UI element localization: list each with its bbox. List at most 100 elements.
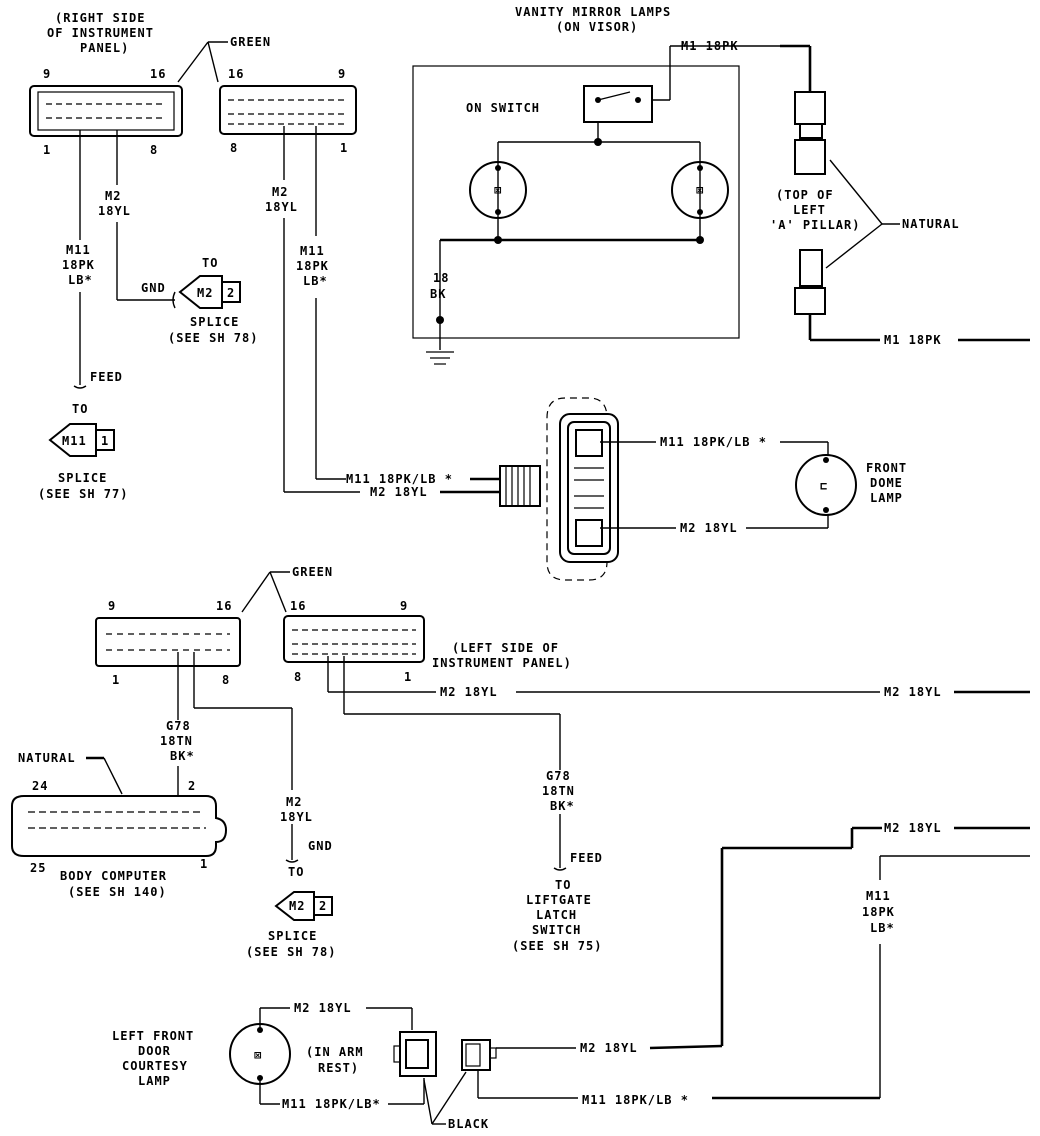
svg-text:LAMP: LAMP	[138, 1074, 171, 1088]
a-pillar-connector: M1 18PK (TOP OF LEFT 'A' PILLAR) NATURAL…	[681, 39, 1030, 347]
svg-text:16: 16	[216, 599, 232, 613]
feed-label-bottom: FEED	[570, 851, 603, 865]
svg-text:SPLICE: SPLICE	[268, 929, 317, 943]
connector-side-label-3: PANEL)	[80, 41, 129, 55]
splice-m2-top: TO M2 2 SPLICE (SEE SH 78)	[168, 256, 258, 345]
arm-rest-label-1: (IN ARM	[306, 1045, 364, 1059]
m11-mid-gauge: 18PK	[296, 259, 329, 273]
m2-dome-in-label: M2 18YL	[370, 485, 428, 499]
m11-left-label: M11	[66, 243, 91, 257]
svg-text:1: 1	[404, 670, 412, 684]
connector-side-label-2: OF INSTRUMENT	[47, 26, 154, 40]
pillar-natural-label: NATURAL	[902, 217, 960, 231]
left-side-label-1: (LEFT SIDE OF	[452, 641, 559, 655]
switch-label: ON SWITCH	[466, 101, 540, 115]
pillar-note-2: LEFT	[793, 203, 826, 217]
svg-text:⊏: ⊏	[820, 479, 828, 493]
svg-text:⊠: ⊠	[254, 1048, 262, 1062]
pin-label-16: 16	[150, 67, 166, 81]
svg-text:(SEE SH 78): (SEE SH 78)	[168, 331, 258, 345]
dome-connector: M11 18PK/LB * M2 18YL M11 18PK/LB * M2 1…	[346, 397, 907, 581]
svg-text:24: 24	[32, 779, 48, 793]
m11-courtesy-right-label: M11 18PK/LB *	[582, 1093, 689, 1107]
svg-text:(SEE SH 77): (SEE SH 77)	[38, 487, 128, 501]
m2-mid-gauge: 18YL	[265, 200, 298, 214]
green-label: GREEN	[230, 35, 271, 49]
m2-middle-run-label: M2 18YL	[440, 685, 498, 699]
svg-text:8: 8	[222, 673, 230, 687]
m2-lower-gauge: 18YL	[280, 810, 313, 824]
svg-text:(SEE SH 78): (SEE SH 78)	[246, 945, 336, 959]
ground-wire-num: 18	[433, 271, 449, 285]
liftgate-latch-switch: TO LIFTGATE LATCH SWITCH (SEE SH 75)	[512, 878, 602, 953]
feed-label-top: FEED	[90, 370, 123, 384]
m11-mid-color: LB*	[303, 274, 328, 288]
svg-text:TO: TO	[288, 865, 304, 879]
m11-left-gauge: 18PK	[62, 258, 95, 272]
body-computer-connector: NATURAL 24 2 25 1 BODY COMPUTER (SEE SH …	[11, 751, 228, 899]
m1-top-label: M1 18PK	[681, 39, 739, 53]
m2-left-label: M2	[105, 189, 121, 203]
gnd-label-bottom: GND	[308, 839, 333, 853]
m11-right-lower-color: LB*	[870, 921, 895, 935]
front-dome-lamp-label-2: DOME	[870, 476, 903, 490]
m2-left-gauge: 18YL	[98, 204, 131, 218]
pin-label-8b: 8	[230, 141, 238, 155]
m2-mid-label: M2	[272, 185, 288, 199]
right-instrument-panel-connector: (RIGHT SIDE OF INSTRUMENT PANEL) 9 16 1 …	[29, 11, 183, 157]
pin-label-9b: 9	[338, 67, 346, 81]
svg-text:SWITCH: SWITCH	[532, 923, 581, 937]
svg-text:M2: M2	[197, 286, 213, 300]
svg-text:SPLICE: SPLICE	[190, 315, 239, 329]
vanity-subtitle: (ON VISOR)	[556, 20, 638, 34]
pillar-note-3: 'A' PILLAR)	[770, 218, 860, 232]
svg-text:2: 2	[227, 286, 235, 300]
pin-label-9: 9	[43, 67, 51, 81]
m1-bottom-label: M1 18PK	[884, 333, 942, 347]
natural-label-body: NATURAL	[18, 751, 76, 765]
svg-text:TO: TO	[202, 256, 218, 270]
svg-text:⊠: ⊠	[494, 183, 502, 197]
svg-text:LIFTGATE: LIFTGATE	[526, 893, 592, 907]
m11-right-lower-label: M11	[866, 889, 891, 903]
arm-rest-label-2: REST)	[318, 1061, 359, 1075]
m2-right-lower-label: M2 18YL	[884, 821, 942, 835]
svg-text:8: 8	[294, 670, 302, 684]
svg-text:(SEE SH 75): (SEE SH 75)	[512, 939, 602, 953]
pin-label-1: 1	[43, 143, 51, 157]
m11-dome-label: M11 18PK/LB *	[660, 435, 767, 449]
m11-mid-label: M11	[300, 244, 325, 258]
svg-text:9: 9	[400, 599, 408, 613]
body-computer-sheet: (SEE SH 140)	[68, 885, 167, 899]
svg-text:M2: M2	[289, 899, 305, 913]
pillar-note-1: (TOP OF	[776, 188, 834, 202]
m2-lower-label: M2	[286, 795, 302, 809]
g78-left-label: G78	[166, 719, 191, 733]
g78-left-color: BK*	[170, 749, 195, 763]
front-dome-lamp-label-1: FRONT	[866, 461, 907, 475]
svg-text:⊠: ⊠	[696, 183, 704, 197]
splice-m11-top: TO M11 1 SPLICE (SEE SH 77)	[38, 402, 128, 501]
g78-right-color: BK*	[550, 799, 575, 813]
green-label-middle: GREEN	[292, 565, 333, 579]
vanity-title: VANITY MIRROR LAMPS	[515, 5, 671, 19]
svg-text:M11: M11	[62, 434, 87, 448]
svg-text:TO: TO	[72, 402, 88, 416]
m2-middle-run-right-label: M2 18YL	[884, 685, 942, 699]
m2-courtesy-top-label: M2 18YL	[294, 1001, 352, 1015]
svg-text:LATCH: LATCH	[536, 908, 577, 922]
svg-text:16: 16	[290, 599, 306, 613]
left-side-label-2: INSTRUMENT PANEL)	[432, 656, 572, 670]
green-connector-top: GREEN 16 9 8 1	[177, 35, 357, 155]
m11-dome-in-label: M11 18PK/LB *	[346, 472, 453, 486]
m11-courtesy-bottom-label: M11 18PK/LB*	[282, 1097, 381, 1111]
g78-right-gauge: 18TN	[542, 784, 575, 798]
connector-side-label-1: (RIGHT SIDE	[55, 11, 145, 25]
pin-label-8: 8	[150, 143, 158, 157]
pin-label-16b: 16	[228, 67, 244, 81]
svg-text:DOOR: DOOR	[138, 1044, 171, 1058]
front-dome-lamp-label-3: LAMP	[870, 491, 903, 505]
black-connector-label: BLACK	[448, 1117, 489, 1131]
g78-right-label: G78	[546, 769, 571, 783]
